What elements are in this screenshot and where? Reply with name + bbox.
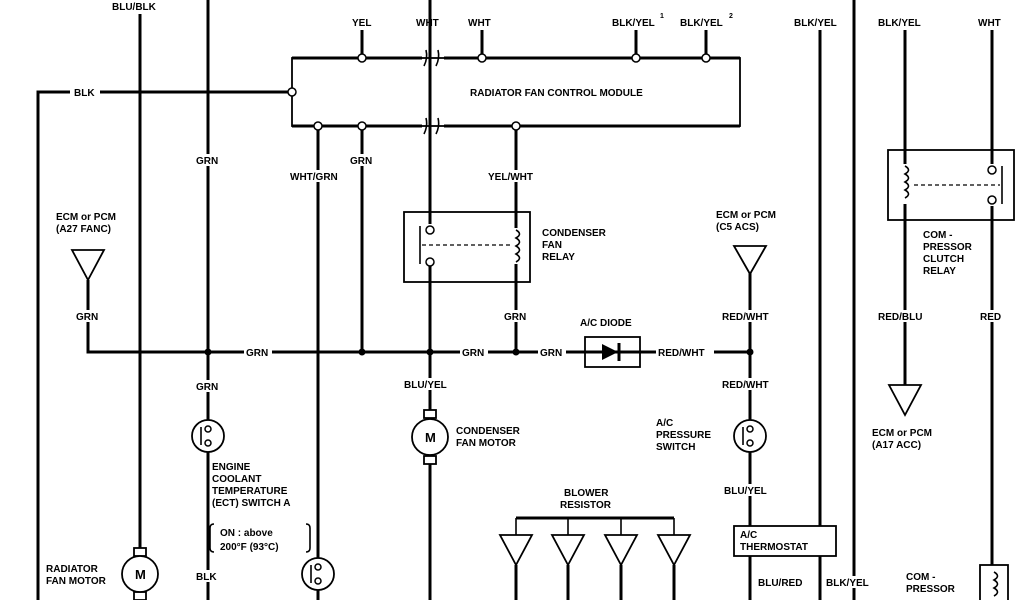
radiator-fan-control-module: RADIATOR FAN CONTROL MODULE — [291, 57, 741, 127]
label-grn-relay: GRN — [504, 312, 526, 323]
motor-m-2: M — [135, 567, 146, 582]
label-yel-wht: YEL/WHT — [488, 172, 533, 183]
ecm-acc: ECM or PCM (A17 ACC) — [872, 384, 932, 451]
label-blk-yel-2-sup: 2 — [729, 13, 733, 20]
bottom-switch — [301, 557, 335, 591]
condenser-relay-label-3: RELAY — [542, 252, 575, 263]
module-terminals — [287, 53, 711, 131]
ecm-fanc-label-2: (A27 FANC) — [56, 224, 111, 235]
compressor-relay-label-4: RELAY — [923, 266, 956, 277]
radiator-motor-label-2: FAN MOTOR — [46, 576, 107, 587]
label-yel: YEL — [352, 18, 371, 29]
ecm-acs: ECM or PCM (C5 ACS) — [716, 210, 776, 276]
blower-resistor: BLOWER RESISTOR — [498, 488, 692, 567]
ect-note-2: 200°F (93°C) — [220, 542, 279, 553]
label-red-wht-3: RED/WHT — [722, 380, 769, 391]
label-red: RED — [980, 312, 1001, 323]
label-blk-yel-1: BLK/YEL — [612, 18, 655, 29]
label-blu-yel-1: BLU/YEL — [404, 380, 447, 391]
label-grn-ecm: GRN — [76, 312, 98, 323]
label-blu-yel-2: BLU/YEL — [724, 486, 767, 497]
label-blk-yel-2: BLK/YEL — [680, 18, 723, 29]
ac-diode-label: A/C DIODE — [580, 318, 632, 329]
wire-breaks — [422, 49, 444, 135]
label-wht-2: WHT — [468, 18, 491, 29]
compressor-bottom-1: COM - — [906, 572, 935, 583]
label-grn-bus-2: GRN — [462, 348, 484, 359]
blower-label-2: RESISTOR — [560, 500, 612, 511]
condenser-motor-label-2: FAN MOTOR — [456, 438, 517, 449]
label-wht-right: WHT — [978, 18, 1001, 29]
label-grn-bus-3: GRN — [540, 348, 562, 359]
ecm-acs-label-2: (C5 ACS) — [716, 222, 759, 233]
ecm-fanc-label-1: ECM or PCM — [56, 212, 116, 223]
ect-label-2: COOLANT — [212, 474, 261, 485]
label-blk-bottom: BLK — [196, 572, 217, 583]
radiator-fan-motor: M RADIATOR FAN MOTOR — [46, 547, 159, 600]
radiator-motor-label-1: RADIATOR — [46, 564, 99, 575]
pressure-label-3: SWITCH — [656, 442, 695, 453]
ecm-acs-label-1: ECM or PCM — [716, 210, 776, 221]
module-label: RADIATOR FAN CONTROL MODULE — [470, 88, 643, 99]
label-blk-yel-1-sup: 1 — [660, 13, 664, 20]
compressor-relay-label-1: COM - — [923, 230, 952, 241]
compressor-relay-label-2: PRESSOR — [923, 242, 973, 253]
label-red-blu: RED/BLU — [878, 312, 922, 323]
ect-switch: ENGINE COOLANT TEMPERATURE (ECT) SWITCH … — [191, 419, 311, 553]
condenser-relay-label-2: FAN — [542, 240, 562, 251]
compressor-clutch-relay: COM - PRESSOR CLUTCH RELAY — [887, 149, 1015, 277]
label-blu-red: BLU/RED — [758, 578, 802, 589]
ect-label-3: TEMPERATURE — [212, 486, 288, 497]
label-grn-bus-1: GRN — [246, 348, 268, 359]
condenser-relay-label-1: CONDENSER — [542, 228, 607, 239]
label-blk-yel-bottom: BLK/YEL — [826, 578, 869, 589]
ecm-fanc: ECM or PCM (A27 FANC) — [56, 212, 116, 282]
ecm-acc-label-1: ECM or PCM — [872, 428, 932, 439]
label-blk-yel-right: BLK/YEL — [878, 18, 921, 29]
label-wht-grn: WHT/GRN — [290, 172, 338, 183]
ect-label-1: ENGINE — [212, 462, 251, 473]
condenser-fan-motor: M CONDENSER FAN MOTOR — [411, 409, 521, 465]
thermostat-label-1: A/C — [740, 530, 757, 541]
ect-label-4: (ECT) SWITCH A — [212, 498, 291, 509]
motor-m: M — [425, 430, 436, 445]
pressure-label-2: PRESSURE — [656, 430, 711, 441]
ect-note-1: ON : above — [220, 528, 273, 539]
label-blk-left: BLK — [74, 88, 95, 99]
label-red-wht-2: RED/WHT — [722, 312, 769, 323]
wire-labels: BLU/BLK YEL WHT WHT BLK/YEL 1 BLK/YEL 2 … — [70, 0, 1008, 589]
ecm-acc-label-2: (A17 ACC) — [872, 440, 921, 451]
label-blk-yel-top: BLK/YEL — [794, 18, 837, 29]
compressor-relay-label-3: CLUTCH — [923, 254, 964, 265]
label-wht-1: WHT — [416, 18, 439, 29]
junctions — [204, 348, 754, 356]
ac-pressure-switch: A/C PRESSURE SWITCH — [656, 418, 767, 453]
label-grn-2: GRN — [350, 156, 372, 167]
label-grn-ect: GRN — [196, 382, 218, 393]
compressor-bottom-2: PRESSOR — [906, 584, 956, 595]
condenser-motor-label-1: CONDENSER — [456, 426, 521, 437]
compressor-bottom: COM - PRESSOR — [906, 564, 1009, 600]
thermostat-label-2: THERMOSTAT — [740, 542, 808, 553]
pressure-label-1: A/C — [656, 418, 673, 429]
condenser-fan-relay: CONDENSER FAN RELAY — [403, 211, 607, 283]
label-blu-blk: BLU/BLK — [112, 2, 157, 13]
label-grn-1: GRN — [196, 156, 218, 167]
ac-diode: A/C DIODE — [580, 318, 641, 368]
blower-label-1: BLOWER — [564, 488, 609, 499]
label-red-wht-1: RED/WHT — [658, 348, 705, 359]
ac-thermostat: A/C THERMOSTAT — [733, 525, 837, 557]
